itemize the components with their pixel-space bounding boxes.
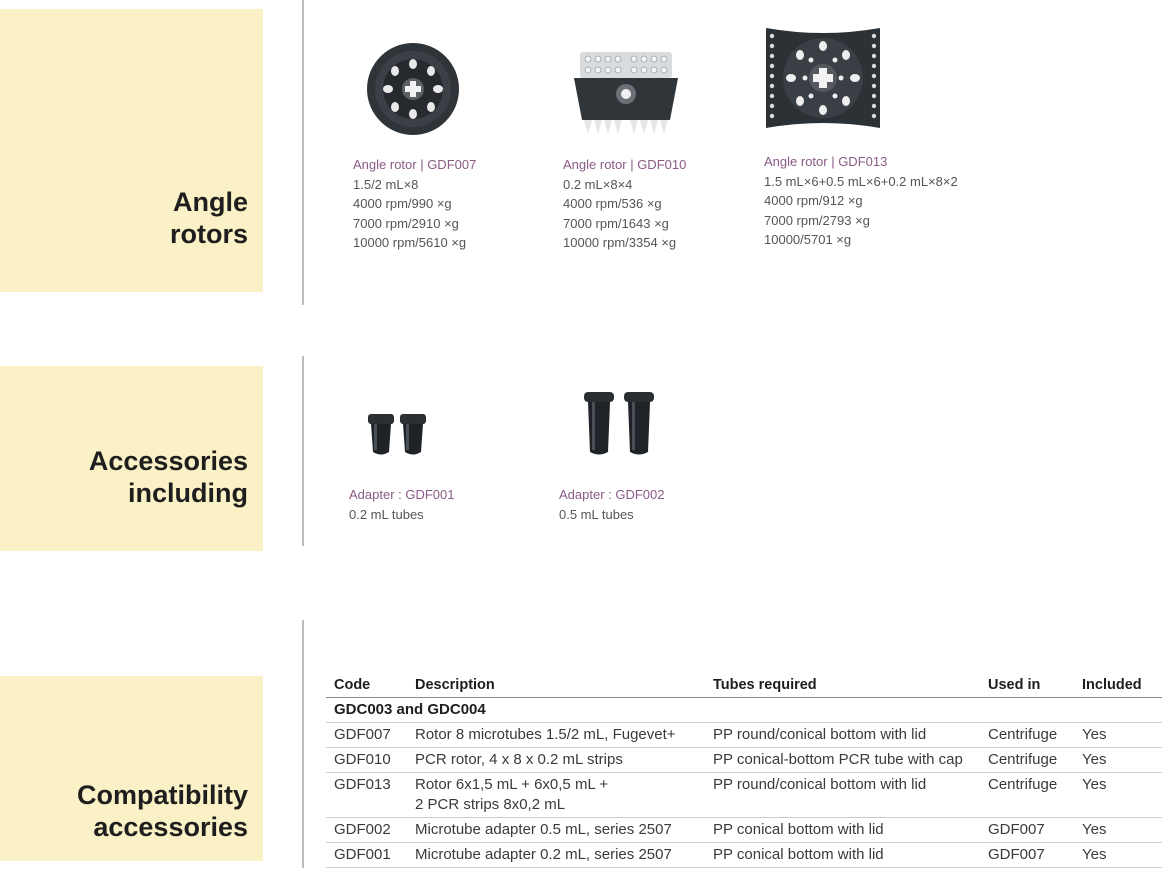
rotor-gdf007-caption: Angle rotor | GDF007 1.5/2 mL×8 4000 rpm… xyxy=(353,157,477,250)
section-title-compatibility: Compatibility accessories xyxy=(76,780,248,842)
group-label: GDC003 and GDC004 xyxy=(326,697,1162,723)
adapter-gdf002-name: Adapter : GDF002 xyxy=(559,487,665,502)
table-row: GDF002 Microtube adapter 0.5 mL, series … xyxy=(326,817,1162,843)
adapter-gdf001-caption: Adapter : GDF001 0.2 mL tubes xyxy=(349,487,455,522)
rotor-gdf010-caption: Angle rotor | GDF010 0.2 mL×8×4 4000 rpm… xyxy=(563,157,687,250)
adapter-gdf002-caption: Adapter : GDF002 0.5 mL tubes xyxy=(559,487,665,522)
header-included: Included xyxy=(1074,672,1162,698)
section-title-accessories: Accessories including xyxy=(88,446,248,508)
rotor-gdf010-name: Angle rotor | GDF010 xyxy=(563,157,687,172)
tall-adapter-icon xyxy=(584,392,654,455)
table-header-row: Code Description Tubes required Used in … xyxy=(326,672,1162,698)
combo-rotor-icon xyxy=(766,28,880,128)
divider-compatibility xyxy=(302,620,304,868)
divider-angle-rotors xyxy=(302,0,304,305)
rotor-gdf010-image xyxy=(570,48,682,145)
header-code: Code xyxy=(326,672,407,698)
rotor-gdf007-image xyxy=(366,42,460,141)
rotor-gdf013-name: Angle rotor | GDF013 xyxy=(764,154,888,169)
pcr-rotor-icon xyxy=(574,52,678,134)
round-rotor-icon xyxy=(367,43,459,135)
adapter-gdf002-image xyxy=(582,390,658,463)
section-title-angle-rotors: Angle rotors xyxy=(169,187,248,249)
rotor-gdf007-name: Angle rotor | GDF007 xyxy=(353,157,477,172)
table-row: GDF010 PCR rotor, 4 x 8 x 0.2 mL strips … xyxy=(326,747,1162,773)
section-band-accessories: Accessories including xyxy=(0,366,263,551)
rotor-gdf013-caption: Angle rotor | GDF013 1.5 mL×6+0.5 mL×6+0… xyxy=(764,154,958,247)
adapter-gdf001-image xyxy=(366,412,430,463)
table-row: GDF001 Microtube adapter 0.2 mL, series … xyxy=(326,842,1162,868)
table-row: GDF013 Rotor 6x1,5 mL + 6x0,5 mL + 2 PCR… xyxy=(326,772,1162,818)
section-band-compatibility: Compatibility accessories xyxy=(0,676,263,861)
short-adapter-icon xyxy=(368,414,426,455)
header-tubes-required: Tubes required xyxy=(705,672,980,698)
header-used-in: Used in xyxy=(980,672,1074,698)
header-description: Description xyxy=(407,672,705,698)
table-group-row: GDC003 and GDC004 xyxy=(326,697,1162,723)
divider-accessories xyxy=(302,356,304,546)
compatibility-table: Code Description Tubes required Used in … xyxy=(326,672,1162,868)
rotor-gdf013-image xyxy=(762,22,884,139)
section-band-angle-rotors: Angle rotors xyxy=(0,9,263,292)
table-row: GDF007 Rotor 8 microtubes 1.5/2 mL, Fuge… xyxy=(326,722,1162,748)
adapter-gdf001-name: Adapter : GDF001 xyxy=(349,487,455,502)
